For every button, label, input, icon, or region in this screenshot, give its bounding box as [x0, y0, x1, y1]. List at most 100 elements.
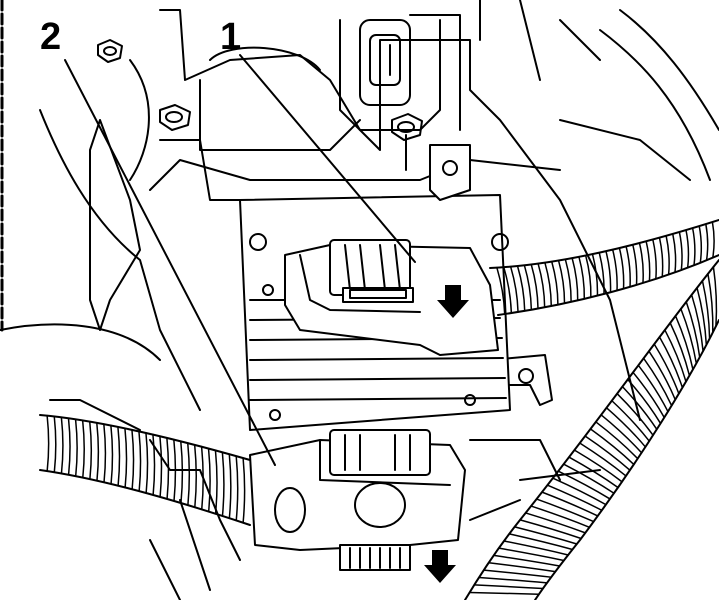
hose-rib	[81, 419, 85, 479]
hose-rib	[180, 440, 184, 504]
hose-rib	[648, 350, 676, 401]
hose-rib	[598, 251, 605, 295]
hose-rib	[242, 457, 246, 524]
hose-rib	[124, 427, 128, 489]
hose-rib	[535, 498, 595, 523]
arrow-down-icon	[437, 285, 469, 318]
hose-rib	[530, 505, 591, 529]
hose-rib	[627, 378, 662, 425]
hose-rib	[701, 279, 711, 340]
arrow-down-icon	[424, 550, 456, 583]
hose-rib	[508, 533, 574, 551]
hose-rib	[595, 421, 639, 460]
hose-rib	[496, 266, 506, 315]
hose-rib	[685, 300, 701, 358]
hose-rib	[498, 547, 565, 562]
hose-rib	[519, 519, 582, 540]
hose-rib	[652, 238, 657, 280]
hose-rib	[46, 414, 50, 472]
hose-rib	[544, 261, 553, 307]
hose-rib	[117, 426, 121, 487]
callout-1: 1	[220, 16, 242, 58]
lower-connector	[249, 429, 466, 571]
hose-rib	[579, 442, 627, 477]
hose-rib	[653, 343, 680, 395]
hose-rib	[642, 357, 673, 407]
hose-rib	[696, 286, 708, 346]
hose-rib	[173, 438, 177, 502]
hose-rib	[557, 259, 566, 305]
hose-rib	[685, 229, 690, 269]
hose-rib	[152, 433, 156, 496]
hose-rib	[691, 227, 696, 267]
hose-rib	[166, 437, 170, 500]
hose-rib	[645, 240, 651, 282]
hose-rib	[680, 308, 698, 365]
hose-rib	[478, 576, 548, 584]
hose-rib	[705, 223, 709, 262]
hose-rib	[235, 455, 239, 522]
hose-rib	[578, 256, 586, 300]
hose-rib	[503, 540, 569, 556]
hose-rib	[611, 248, 618, 292]
hose-rib	[611, 400, 650, 442]
hose-rib	[541, 491, 599, 517]
hose-rib	[584, 435, 631, 471]
hose-rib	[584, 254, 592, 299]
hose-rib	[669, 322, 691, 377]
hose-rib	[503, 266, 513, 314]
hose-rib	[509, 265, 519, 313]
hose-rib	[523, 264, 533, 311]
hose-rib	[145, 432, 149, 494]
hose-rib	[74, 418, 78, 477]
hose-rib	[698, 225, 703, 264]
left-corrugated-hose	[39, 414, 251, 526]
hose-rib	[557, 470, 611, 500]
hose-rib	[546, 484, 603, 512]
hose-rib	[214, 449, 218, 515]
hose-rib	[571, 257, 579, 302]
hose-rib	[638, 242, 644, 284]
hose-rib	[193, 444, 198, 508]
hose-rib	[516, 265, 526, 312]
hose-rib	[658, 336, 684, 389]
hose-rib	[513, 526, 578, 545]
hose-rib	[53, 415, 57, 473]
hose-rib	[550, 260, 559, 306]
hose-rib	[221, 451, 225, 517]
hose-rib	[186, 442, 191, 506]
hose-rib	[658, 236, 664, 278]
leader-line-2	[64, 59, 276, 466]
hose-rib	[103, 423, 107, 484]
hose-rib	[605, 407, 647, 448]
hose-rib	[674, 315, 694, 371]
hose-rib	[493, 554, 561, 567]
hose-rib	[712, 266, 718, 328]
hose-rib	[552, 477, 607, 506]
hose-rib	[632, 244, 638, 286]
hose-rib	[618, 247, 625, 290]
hose-rib	[473, 584, 544, 590]
hose-rib	[468, 591, 540, 595]
hose-rib	[110, 424, 114, 485]
hose-rib	[562, 463, 615, 494]
hose-rib	[488, 561, 557, 573]
bolt-upper-left	[97, 39, 123, 63]
hose-rib	[625, 245, 631, 288]
hose-rib	[138, 430, 142, 492]
leader-line-1	[239, 54, 416, 263]
bolt-center-top	[391, 113, 423, 171]
hose-rib	[665, 235, 670, 276]
hose-rib	[621, 385, 658, 431]
hose-rib	[200, 445, 204, 511]
hose-rib	[88, 420, 93, 480]
hose-rib	[637, 364, 669, 413]
hose-rib	[605, 250, 612, 294]
hose-rib	[589, 428, 635, 466]
callout-2: 2	[40, 16, 62, 58]
hose-rib	[530, 263, 539, 310]
hose-rib	[573, 449, 623, 483]
